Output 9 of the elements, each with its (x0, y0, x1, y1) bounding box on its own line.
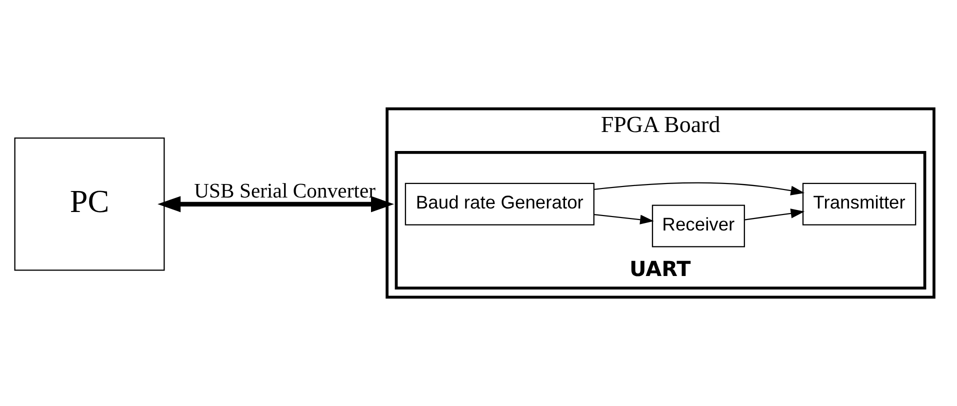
arrow (593, 182, 804, 196)
edge-label: USB Serial Converter (194, 180, 376, 203)
node-box: Receiver (651, 204, 744, 248)
arrow (157, 196, 394, 212)
node-box: Transmitter (802, 182, 916, 226)
node-box: Baud rate Generator (404, 182, 594, 226)
arrow (744, 208, 804, 220)
node-box: PC (14, 138, 164, 271)
arrow (594, 214, 654, 224)
